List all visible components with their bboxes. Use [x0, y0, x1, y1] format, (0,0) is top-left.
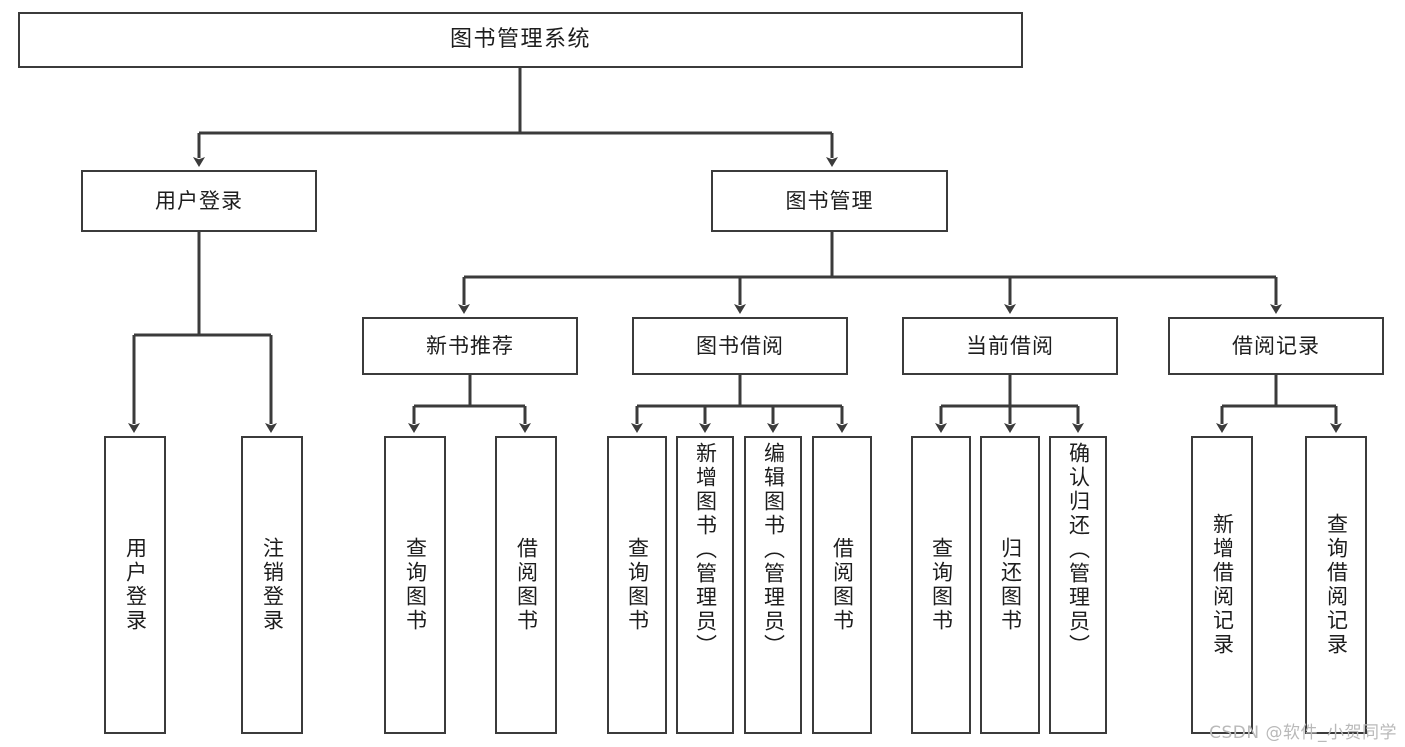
node-label: 用户登录 [155, 188, 243, 213]
node-borrow-record[interactable]: 借阅记录 [1168, 317, 1384, 375]
csdn-watermark: CSDN @软件_小贺同学 [1209, 723, 1397, 743]
node-label: 图书管理系统 [449, 27, 591, 53]
node-label: 借阅图书 [514, 537, 539, 633]
leaf-current-return-book[interactable]: 归还图书 [980, 436, 1040, 734]
node-label: 用户登录 [123, 537, 148, 633]
leaf-recommend-query-book[interactable]: 查询图书 [384, 436, 446, 734]
node-label: 新书推荐 [426, 333, 514, 358]
node-label: 当前借阅 [966, 333, 1054, 358]
node-new-book-recommend[interactable]: 新书推荐 [362, 317, 578, 375]
leaf-borrow-borrow-book[interactable]: 借阅图书 [812, 436, 872, 734]
node-label: 新增借阅记录 [1210, 513, 1235, 657]
node-root-book-management-system[interactable]: 图书管理系统 [18, 12, 1023, 68]
leaf-borrow-add-book-admin[interactable]: 新增图书（管理员） [676, 436, 734, 734]
node-label: 编辑图书（管理员） [761, 442, 786, 658]
leaf-current-confirm-return-admin[interactable]: 确认归还（管理员） [1049, 436, 1107, 734]
node-label: 确认归还（管理员） [1066, 442, 1091, 658]
node-label: 查询图书 [929, 537, 954, 633]
node-label: 新增图书（管理员） [693, 442, 718, 658]
node-current-borrow[interactable]: 当前借阅 [902, 317, 1118, 375]
node-label: 借阅图书 [830, 537, 855, 633]
node-label: 归还图书 [998, 537, 1023, 633]
node-book-borrow[interactable]: 图书借阅 [632, 317, 848, 375]
leaf-recommend-borrow-book[interactable]: 借阅图书 [495, 436, 557, 734]
leaf-borrow-query-book[interactable]: 查询图书 [607, 436, 667, 734]
leaf-record-add-borrow-record[interactable]: 新增借阅记录 [1191, 436, 1253, 734]
node-book-management[interactable]: 图书管理 [711, 170, 948, 232]
node-label: 查询图书 [403, 537, 428, 633]
node-label: 查询图书 [625, 537, 650, 633]
node-label: 借阅记录 [1232, 333, 1320, 358]
leaf-record-query-borrow-record[interactable]: 查询借阅记录 [1305, 436, 1367, 734]
leaf-user-login[interactable]: 用户登录 [104, 436, 166, 734]
node-label: 查询借阅记录 [1324, 513, 1349, 657]
leaf-user-logout[interactable]: 注销登录 [241, 436, 303, 734]
node-user-login[interactable]: 用户登录 [81, 170, 317, 232]
leaf-current-query-book[interactable]: 查询图书 [911, 436, 971, 734]
node-label: 图书借阅 [696, 333, 784, 358]
node-label: 图书管理 [785, 188, 874, 213]
node-label: 注销登录 [260, 537, 285, 633]
leaf-borrow-edit-book-admin[interactable]: 编辑图书（管理员） [744, 436, 802, 734]
